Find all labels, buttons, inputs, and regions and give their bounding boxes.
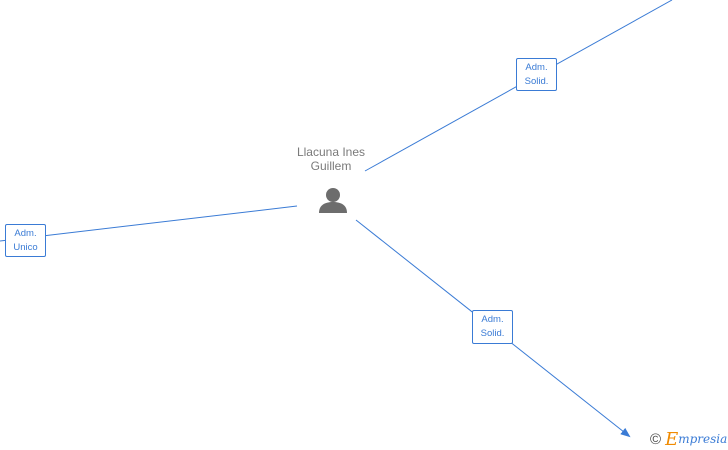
relation-badge-line2: Unico (13, 242, 38, 253)
relation-badge-line1: Adm. (525, 62, 548, 73)
empresia-logo: © E mpresia (650, 428, 728, 450)
relation-badge-bottom-right[interactable]: Adm. Solid. (472, 310, 513, 344)
brand-initial: E (665, 428, 679, 450)
relation-badge-top-right[interactable]: Adm. Solid. (516, 58, 557, 91)
person-icon[interactable] (319, 188, 347, 213)
edge-left (0, 205, 298, 242)
copyright-icon: © (650, 430, 662, 448)
brand-name: mpresia (678, 432, 728, 446)
person-name-line1: Llacuna Ines (296, 145, 366, 159)
relation-badge-line1: Adm. (14, 228, 37, 239)
relation-badge-line1: Adm. (481, 314, 504, 325)
person-name-line2: Guillem (310, 159, 352, 173)
person-name[interactable]: Llacuna Ines Guillem (281, 145, 381, 173)
relation-badge-line2: Solid. (524, 76, 549, 87)
relation-badge-line2: Solid. (480, 328, 505, 339)
relation-badge-left[interactable]: Adm. Unico (5, 224, 46, 257)
